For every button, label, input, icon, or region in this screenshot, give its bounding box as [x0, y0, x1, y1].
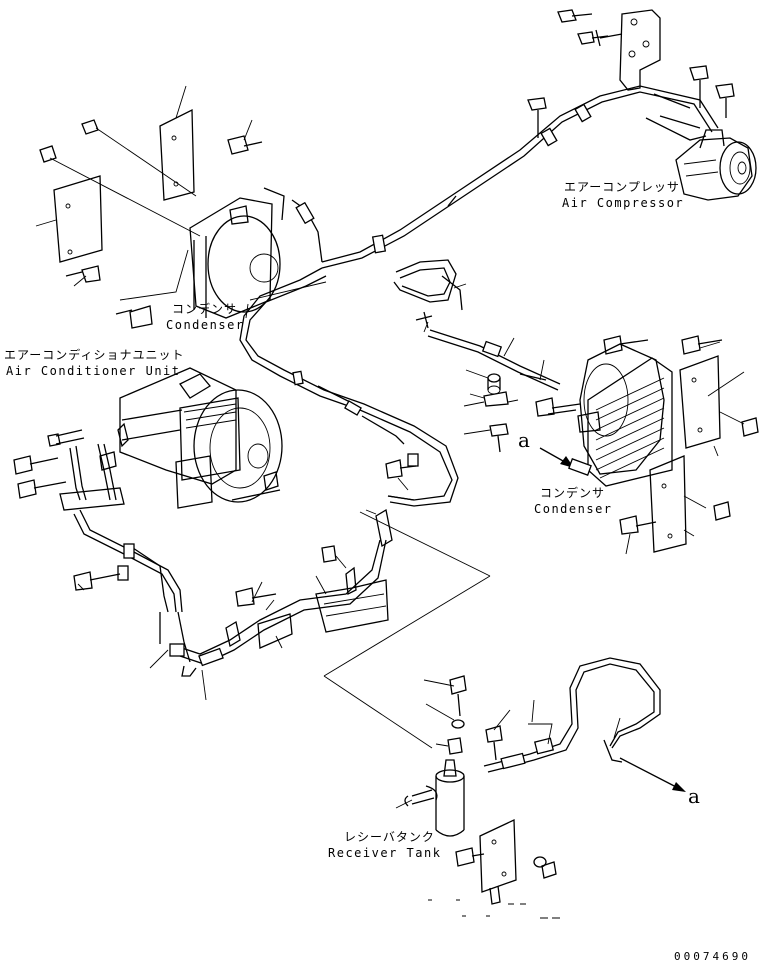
label-receiver-en: Receiver Tank — [328, 846, 442, 860]
condenser-bracket — [53, 108, 195, 263]
receiver-bracket — [479, 818, 517, 905]
label-condenser-upper-en: Condenser — [166, 318, 245, 332]
label-condenser-right-jp: コンデンサ — [540, 486, 606, 500]
bolt-icon — [535, 335, 759, 535]
bolt-icon — [447, 675, 557, 879]
middle-hose-loop — [239, 267, 459, 507]
bolt-icon — [13, 433, 417, 607]
label-ac-unit-jp: エアーコンディショナユニット — [4, 348, 185, 362]
fitting-parts — [463, 369, 519, 453]
receiver-hose — [483, 657, 686, 792]
marker-a-lower: a — [688, 784, 700, 808]
compressor-bracket — [595, 9, 661, 91]
bolt-icon — [527, 9, 735, 138]
leader-lines — [77, 477, 409, 701]
label-condenser-upper-jp: コンデンサ — [172, 302, 238, 316]
leader-lines — [395, 679, 621, 809]
frame-lines — [323, 511, 491, 749]
leader-lines — [423, 283, 745, 555]
receiver-tank — [404, 759, 465, 837]
right-condenser-bracket — [649, 355, 721, 553]
label-ac-unit-en: Air Conditioner Unit — [6, 364, 181, 378]
left-piping — [55, 429, 191, 663]
dash-marks — [428, 899, 560, 919]
label-condenser-right-en: Condenser — [534, 502, 613, 516]
label-receiver-jp: レシーバタンク — [344, 830, 435, 844]
right-condenser-hose — [393, 259, 561, 391]
leader-lines — [35, 85, 327, 319]
lower-hose — [169, 495, 415, 677]
upper-condenser — [189, 187, 323, 319]
label-compressor-en: Air Compressor — [562, 196, 685, 210]
drawing-number: 00074690 — [674, 950, 751, 963]
marker-a-upper: a — [518, 428, 530, 452]
air-conditioner-unit — [117, 367, 283, 509]
upper-refrigerant-hose — [321, 85, 719, 269]
label-compressor-jp: エアーコンプレッサ — [564, 180, 680, 194]
air-compressor — [675, 129, 757, 201]
nut-icon — [39, 119, 263, 329]
arrow-icon — [539, 447, 592, 476]
